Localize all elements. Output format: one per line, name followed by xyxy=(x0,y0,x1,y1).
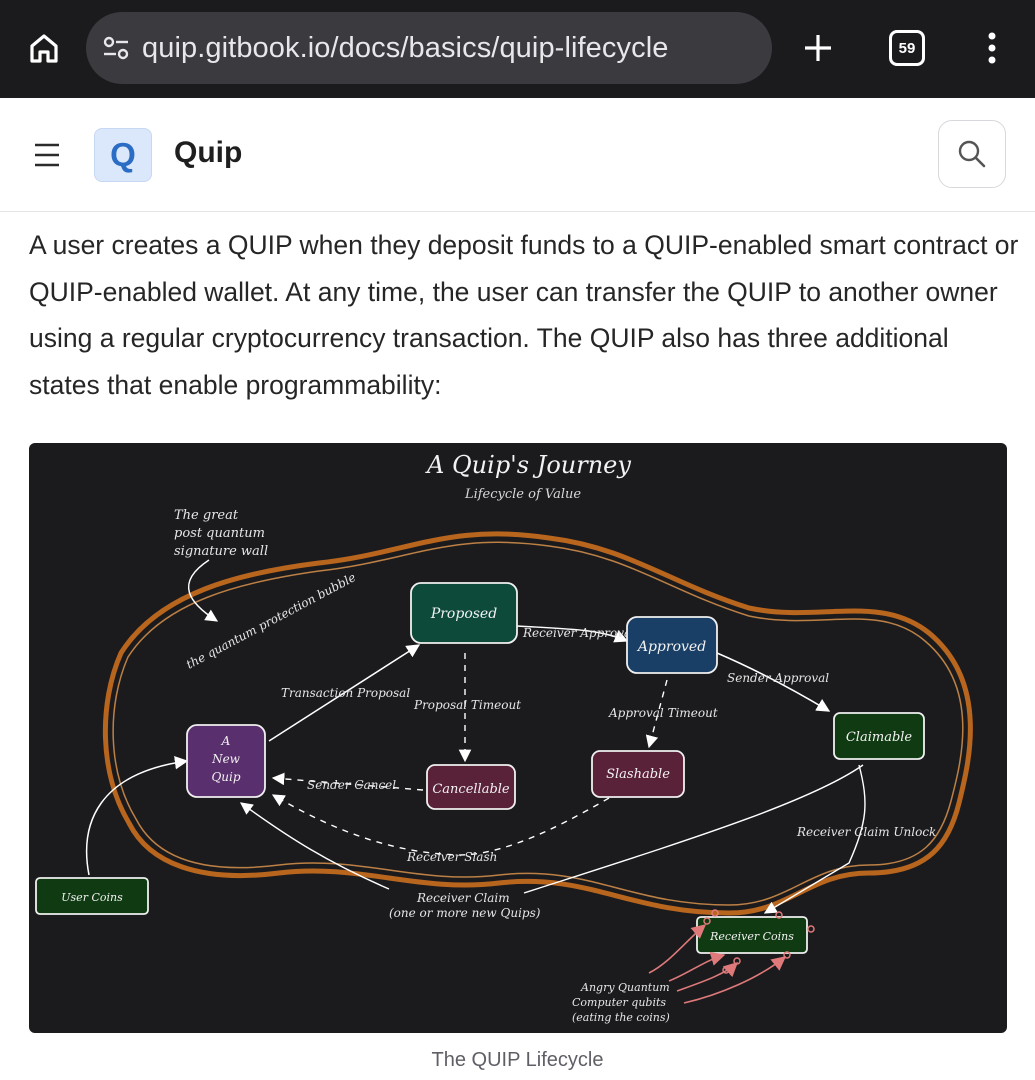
wall-arrow xyxy=(188,559,219,622)
label-receiver-claim-1: Receiver Claim xyxy=(416,891,510,905)
menu-icon[interactable] xyxy=(30,138,64,172)
site-title[interactable]: Quip xyxy=(174,136,243,169)
edge-receiver-claim xyxy=(239,802,390,890)
protection-bubble xyxy=(102,531,973,916)
svg-text:User Coins: User Coins xyxy=(61,891,123,904)
site-logo[interactable]: Q xyxy=(94,128,152,182)
node-user-coins: User Coins xyxy=(35,877,149,915)
site-settings-icon[interactable] xyxy=(100,32,132,64)
svg-text:Claimable: Claimable xyxy=(846,730,913,745)
site-header: Q Quip xyxy=(0,98,1035,212)
node-approved: Approved xyxy=(626,616,718,674)
node-receiver-coins: Receiver Coins xyxy=(696,916,808,954)
node-cancellable: Cancellable xyxy=(426,764,516,810)
svg-text:Approved: Approved xyxy=(636,639,706,655)
label-proposal-timeout: Proposal Timeout xyxy=(413,698,521,712)
search-icon xyxy=(958,140,986,168)
edge-transaction-proposal xyxy=(268,644,421,742)
node-new-quip: A New Quip xyxy=(186,724,266,798)
qubits-note-line1: Angry Quantum xyxy=(580,981,670,994)
svg-text:Receiver Coins: Receiver Coins xyxy=(709,930,794,943)
edge-receiver-slash xyxy=(271,794,610,856)
svg-text:A: A xyxy=(221,734,231,748)
home-icon[interactable] xyxy=(22,26,66,70)
svg-text:Quip: Quip xyxy=(211,770,240,784)
logo-letter: Q xyxy=(110,136,136,173)
diagram-subtitle: Lifecycle of Value xyxy=(464,487,581,502)
qubits-note-line3: (eating the coins) xyxy=(572,1011,670,1024)
tab-switcher-button[interactable]: 59 xyxy=(889,30,925,66)
body-paragraph: A user creates a QUIP when they deposit … xyxy=(29,230,1019,400)
node-slashable: Slashable xyxy=(591,750,685,798)
svg-text:Proposed: Proposed xyxy=(430,606,497,622)
edge-user-coins xyxy=(85,755,189,876)
label-sender-cancel: Sender Cancel xyxy=(307,778,396,792)
label-receiver-claim-2: (one or more new Quips) xyxy=(389,906,541,920)
label-receiver-approval: Receiver Approval xyxy=(522,626,635,640)
svg-text:Slashable: Slashable xyxy=(606,767,670,782)
diagram-title: A Quip's Journey xyxy=(425,451,631,479)
label-receiver-slash: Receiver Slash xyxy=(406,850,497,864)
wall-note-line2: post quantum xyxy=(174,526,265,541)
node-proposed: Proposed xyxy=(410,582,518,644)
label-receiver-claim-unlock: Receiver Claim Unlock xyxy=(796,825,936,839)
label-transaction-proposal: Transaction Proposal xyxy=(281,686,410,700)
edge-sender-approval xyxy=(716,652,831,712)
wall-note-line3: signature wall xyxy=(174,544,268,559)
more-options-icon[interactable] xyxy=(972,26,1012,70)
url-text[interactable]: quip.gitbook.io/docs/basics/quip-lifecyc… xyxy=(142,31,669,64)
svg-text:New: New xyxy=(211,752,241,766)
browser-toolbar: quip.gitbook.io/docs/basics/quip-lifecyc… xyxy=(0,0,1035,98)
qubit-arrows xyxy=(648,924,787,1004)
svg-text:Cancellable: Cancellable xyxy=(432,782,510,797)
qubits-note-line2: Computer qubits xyxy=(572,996,666,1009)
address-bar[interactable]: quip.gitbook.io/docs/basics/quip-lifecyc… xyxy=(86,12,772,84)
edge-receiver-approval xyxy=(516,625,629,643)
new-tab-icon[interactable] xyxy=(796,26,840,70)
node-claimable: Claimable xyxy=(833,712,925,760)
edge-receiver-claim-unlock xyxy=(763,764,866,914)
wall-note-line1: The great xyxy=(174,508,239,523)
edge-sender-cancel xyxy=(271,772,424,791)
tab-count: 59 xyxy=(898,39,916,57)
lifecycle-diagram: A Quip's Journey Lifecycle of Value The … xyxy=(29,443,1007,1033)
label-sender-approval: Sender Approval xyxy=(727,671,829,685)
edge-claim-line xyxy=(523,764,864,894)
search-button[interactable] xyxy=(938,120,1006,188)
label-approval-timeout: Approval Timeout xyxy=(608,706,718,720)
figure-caption: The QUIP Lifecycle xyxy=(431,1049,604,1071)
